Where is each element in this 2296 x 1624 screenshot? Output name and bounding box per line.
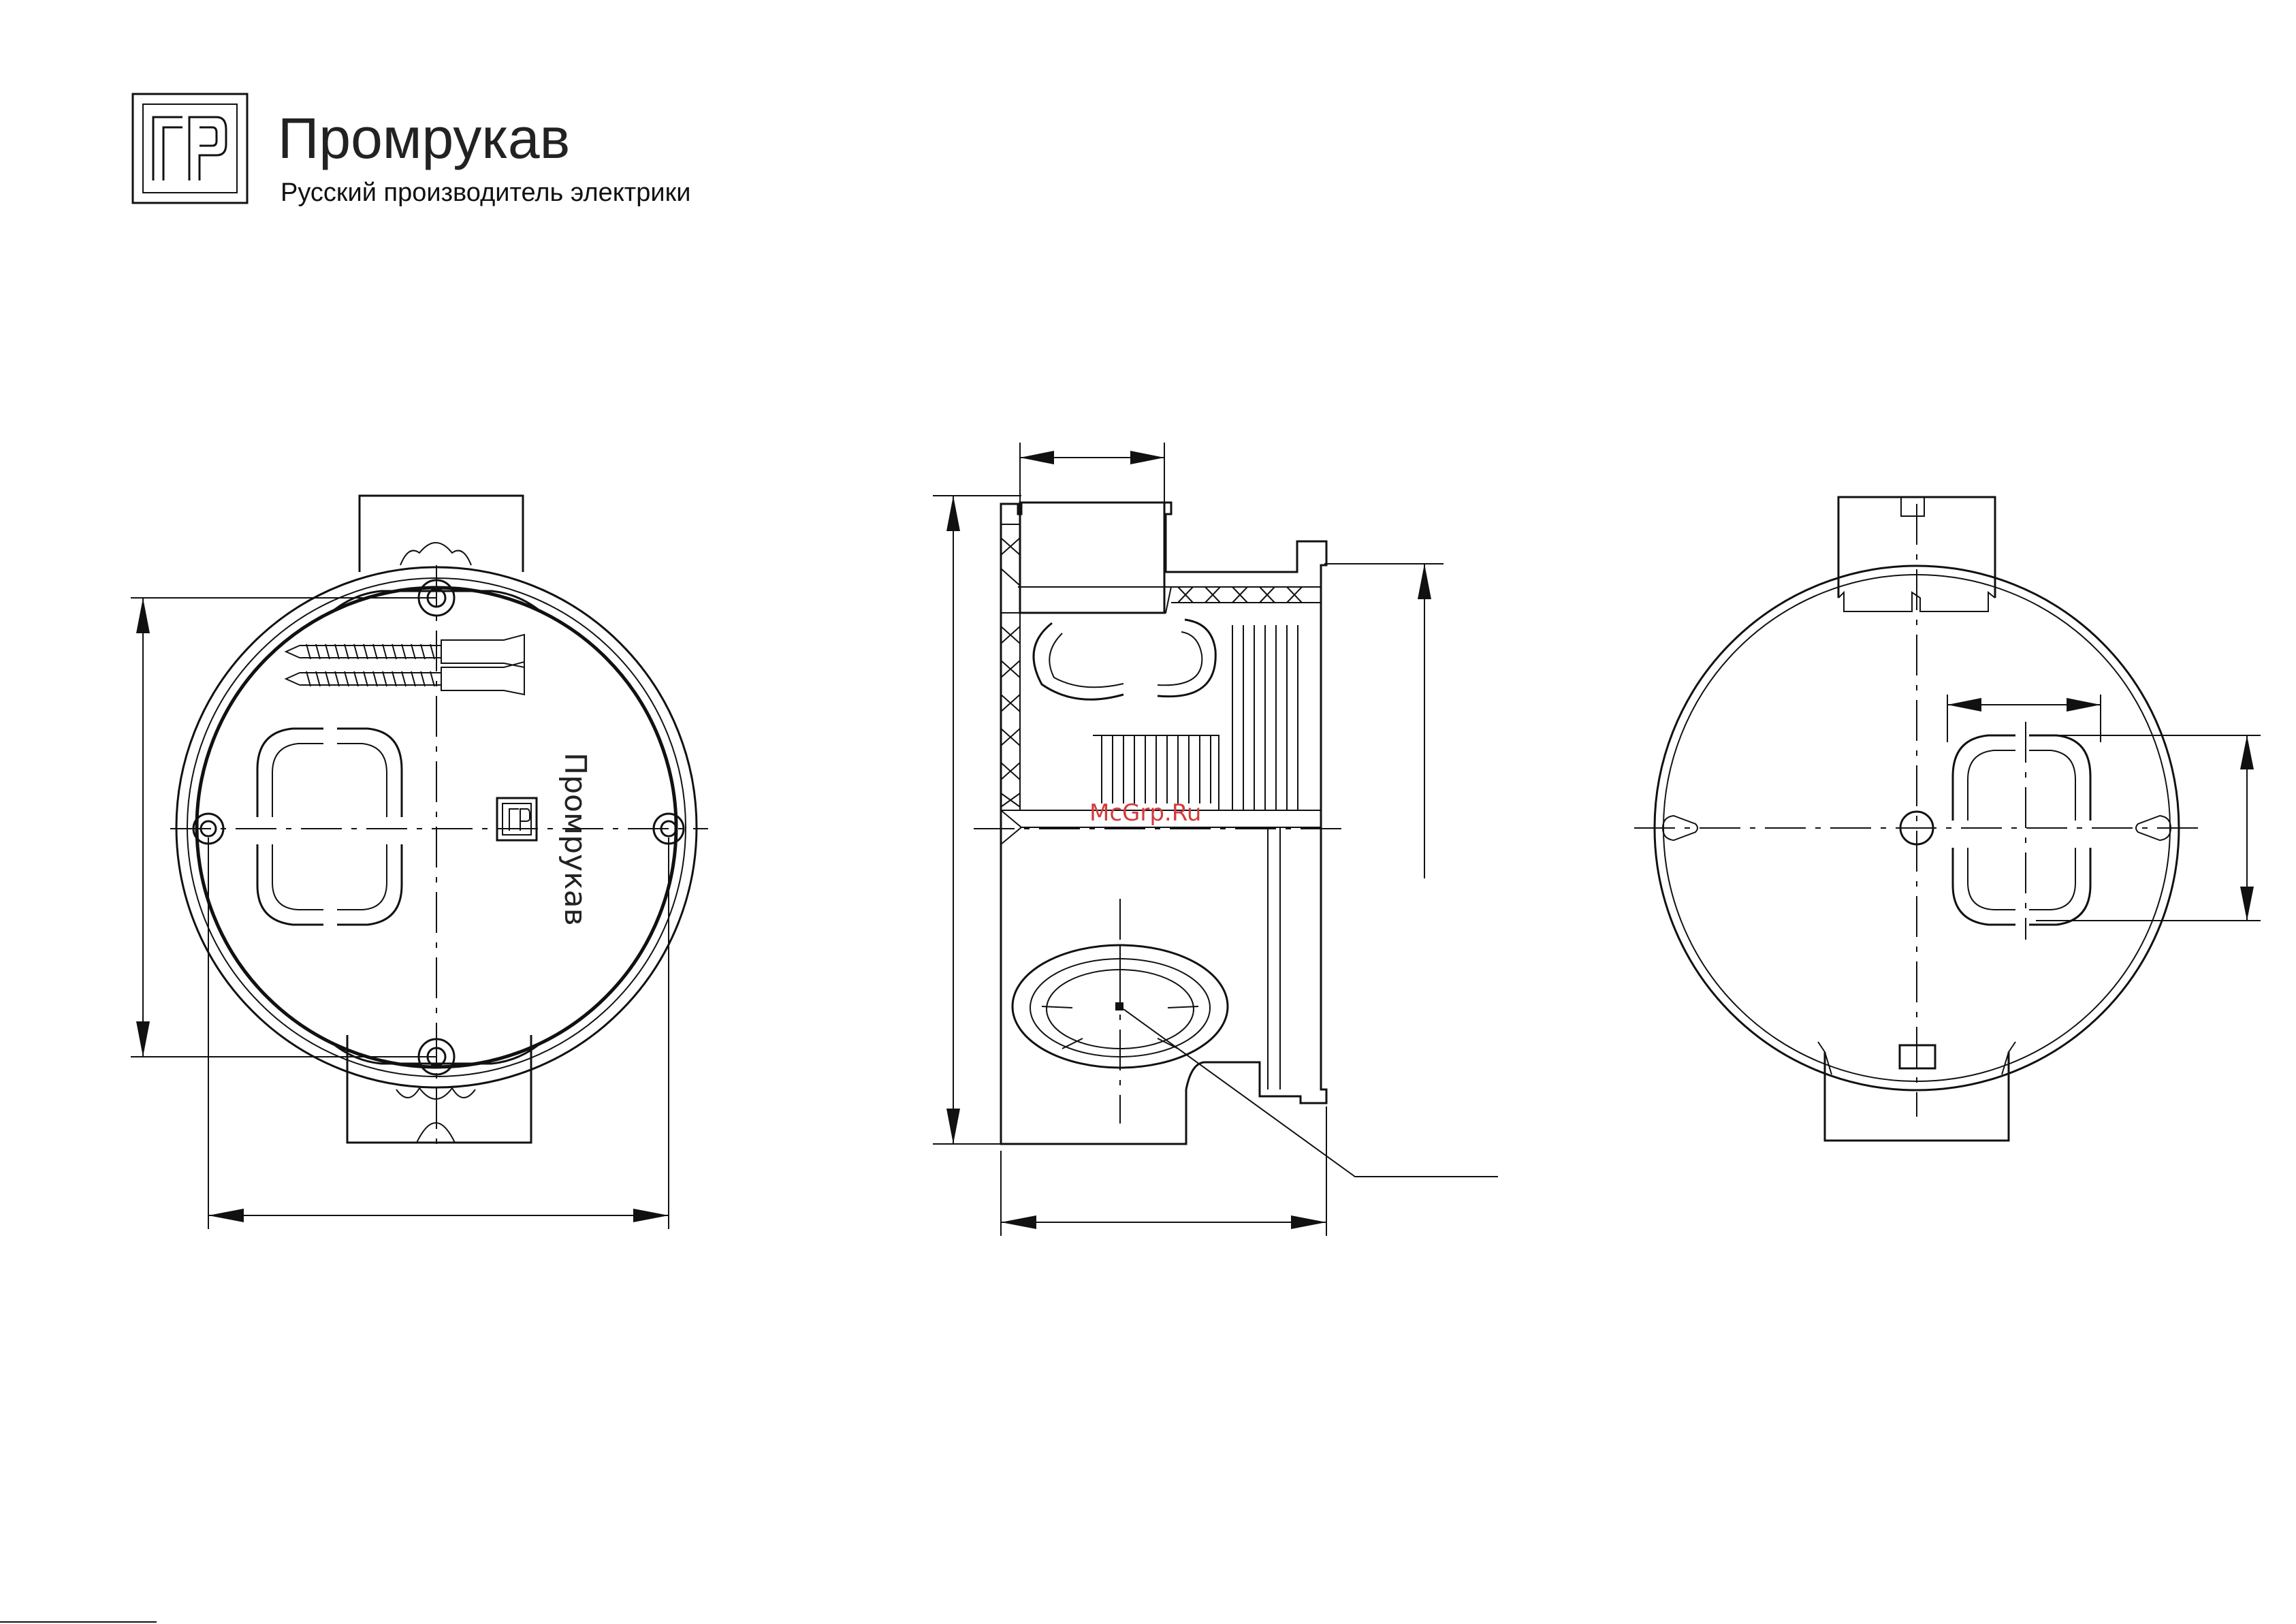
- conduit-inlet-top: [1020, 503, 1164, 613]
- brand-tagline: Русский производитель электрики: [281, 178, 690, 207]
- box-logo: [497, 798, 537, 840]
- back-view: [1634, 497, 2261, 1141]
- screw-and-dowel-2: [286, 662, 524, 695]
- brand-name: Промрукав: [278, 106, 570, 170]
- box-brand-label: Промрукав: [558, 752, 592, 926]
- ribs-vertical: [1093, 625, 1298, 810]
- brand-header: ГР Промрукав Русский производитель элект…: [0, 0, 690, 207]
- knockout-opening: [257, 729, 402, 925]
- back-knockout-opening: [1953, 735, 2090, 925]
- brand-logo: ГР: [0, 0, 247, 203]
- screw-and-dowel-1: [286, 635, 524, 667]
- side-section-view: McGrp.Ru: [933, 443, 1498, 1236]
- watermark: McGrp.Ru: [1089, 799, 1201, 827]
- front-view: Промрукав: [131, 496, 708, 1229]
- wall-hatch-top: [1018, 587, 1321, 613]
- wall-hatch-left: [1001, 524, 1020, 810]
